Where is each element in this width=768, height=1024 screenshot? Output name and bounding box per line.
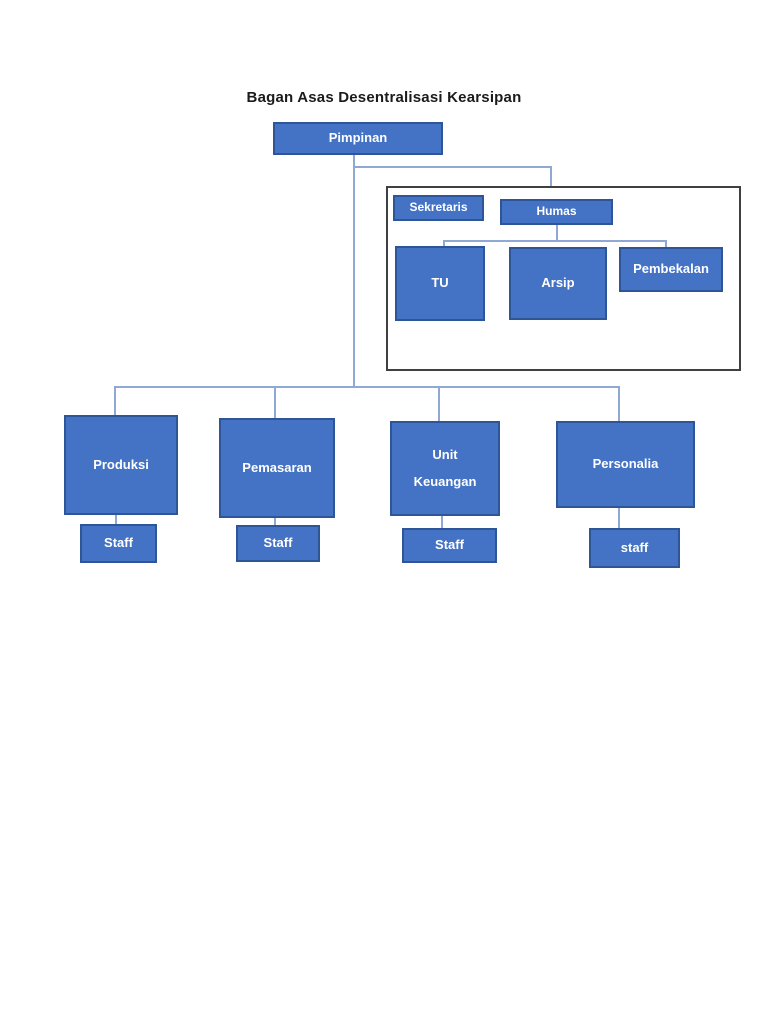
node-staff-pemasaran: Staff xyxy=(236,525,320,562)
connector-departments-horizontal xyxy=(114,386,620,388)
node-sekretaris: Sekretaris xyxy=(393,195,484,221)
node-personalia-label: Personalia xyxy=(592,456,659,472)
node-personalia: Personalia xyxy=(556,421,695,508)
connector-pimpinan-to-group-horizontal xyxy=(353,166,551,168)
node-pembekalan: Pembekalan xyxy=(619,247,723,292)
node-tu-label: TU xyxy=(431,275,449,291)
node-staff-personalia: staff xyxy=(589,528,680,568)
node-pimpinan: Pimpinan xyxy=(273,122,443,155)
node-staff-produksi-label: Staff xyxy=(104,535,133,551)
node-produksi: Produksi xyxy=(64,415,178,515)
node-staff-produksi: Staff xyxy=(80,524,157,563)
connector-drop-produksi xyxy=(114,386,116,415)
node-unit-keuangan: Unit Keuangan xyxy=(390,421,500,516)
connector-drop-pembekalan xyxy=(665,240,667,248)
node-pemasaran-label: Pemasaran xyxy=(242,459,312,475)
node-pemasaran: Pemasaran xyxy=(219,418,335,518)
node-arsip: Arsip xyxy=(509,247,607,320)
connector-humas-vertical xyxy=(556,225,558,242)
connector-unit-keuangan-staff xyxy=(441,516,443,528)
connector-drop-pemasaran xyxy=(274,386,276,418)
connector-drop-unit-keuangan xyxy=(438,386,440,421)
node-staff-personalia-label: staff xyxy=(620,539,649,555)
node-staff-unit-keuangan-label: Staff xyxy=(435,537,464,553)
connector-produksi-staff xyxy=(115,515,117,524)
node-unit-keuangan-label-line2: Keuangan xyxy=(413,474,477,489)
node-produksi-label: Produksi xyxy=(93,456,149,472)
connector-group-drop xyxy=(550,166,552,187)
connector-drop-tu xyxy=(443,240,445,247)
connector-drop-personalia xyxy=(618,386,620,421)
node-sekretaris-label: Sekretaris xyxy=(409,200,468,215)
node-staff-unit-keuangan: Staff xyxy=(402,528,497,563)
connector-humas-horizontal xyxy=(443,240,667,242)
connector-pemasaran-staff xyxy=(274,518,276,525)
node-pimpinan-label: Pimpinan xyxy=(328,130,388,146)
node-tu: TU xyxy=(395,246,485,321)
node-staff-pemasaran-label: Staff xyxy=(263,535,293,551)
node-humas-label: Humas xyxy=(536,204,577,219)
secretariat-group-box xyxy=(386,186,741,371)
node-arsip-label: Arsip xyxy=(541,275,575,291)
node-pembekalan-label: Pembekalan xyxy=(633,261,709,277)
diagram-title: Bagan Asas Desentralisasi Kearsipan xyxy=(246,89,522,106)
node-humas: Humas xyxy=(500,199,613,225)
connector-pimpinan-main-vertical xyxy=(353,155,355,388)
connector-personalia-staff xyxy=(618,508,620,528)
node-unit-keuangan-label-line1: Unit xyxy=(432,446,458,462)
